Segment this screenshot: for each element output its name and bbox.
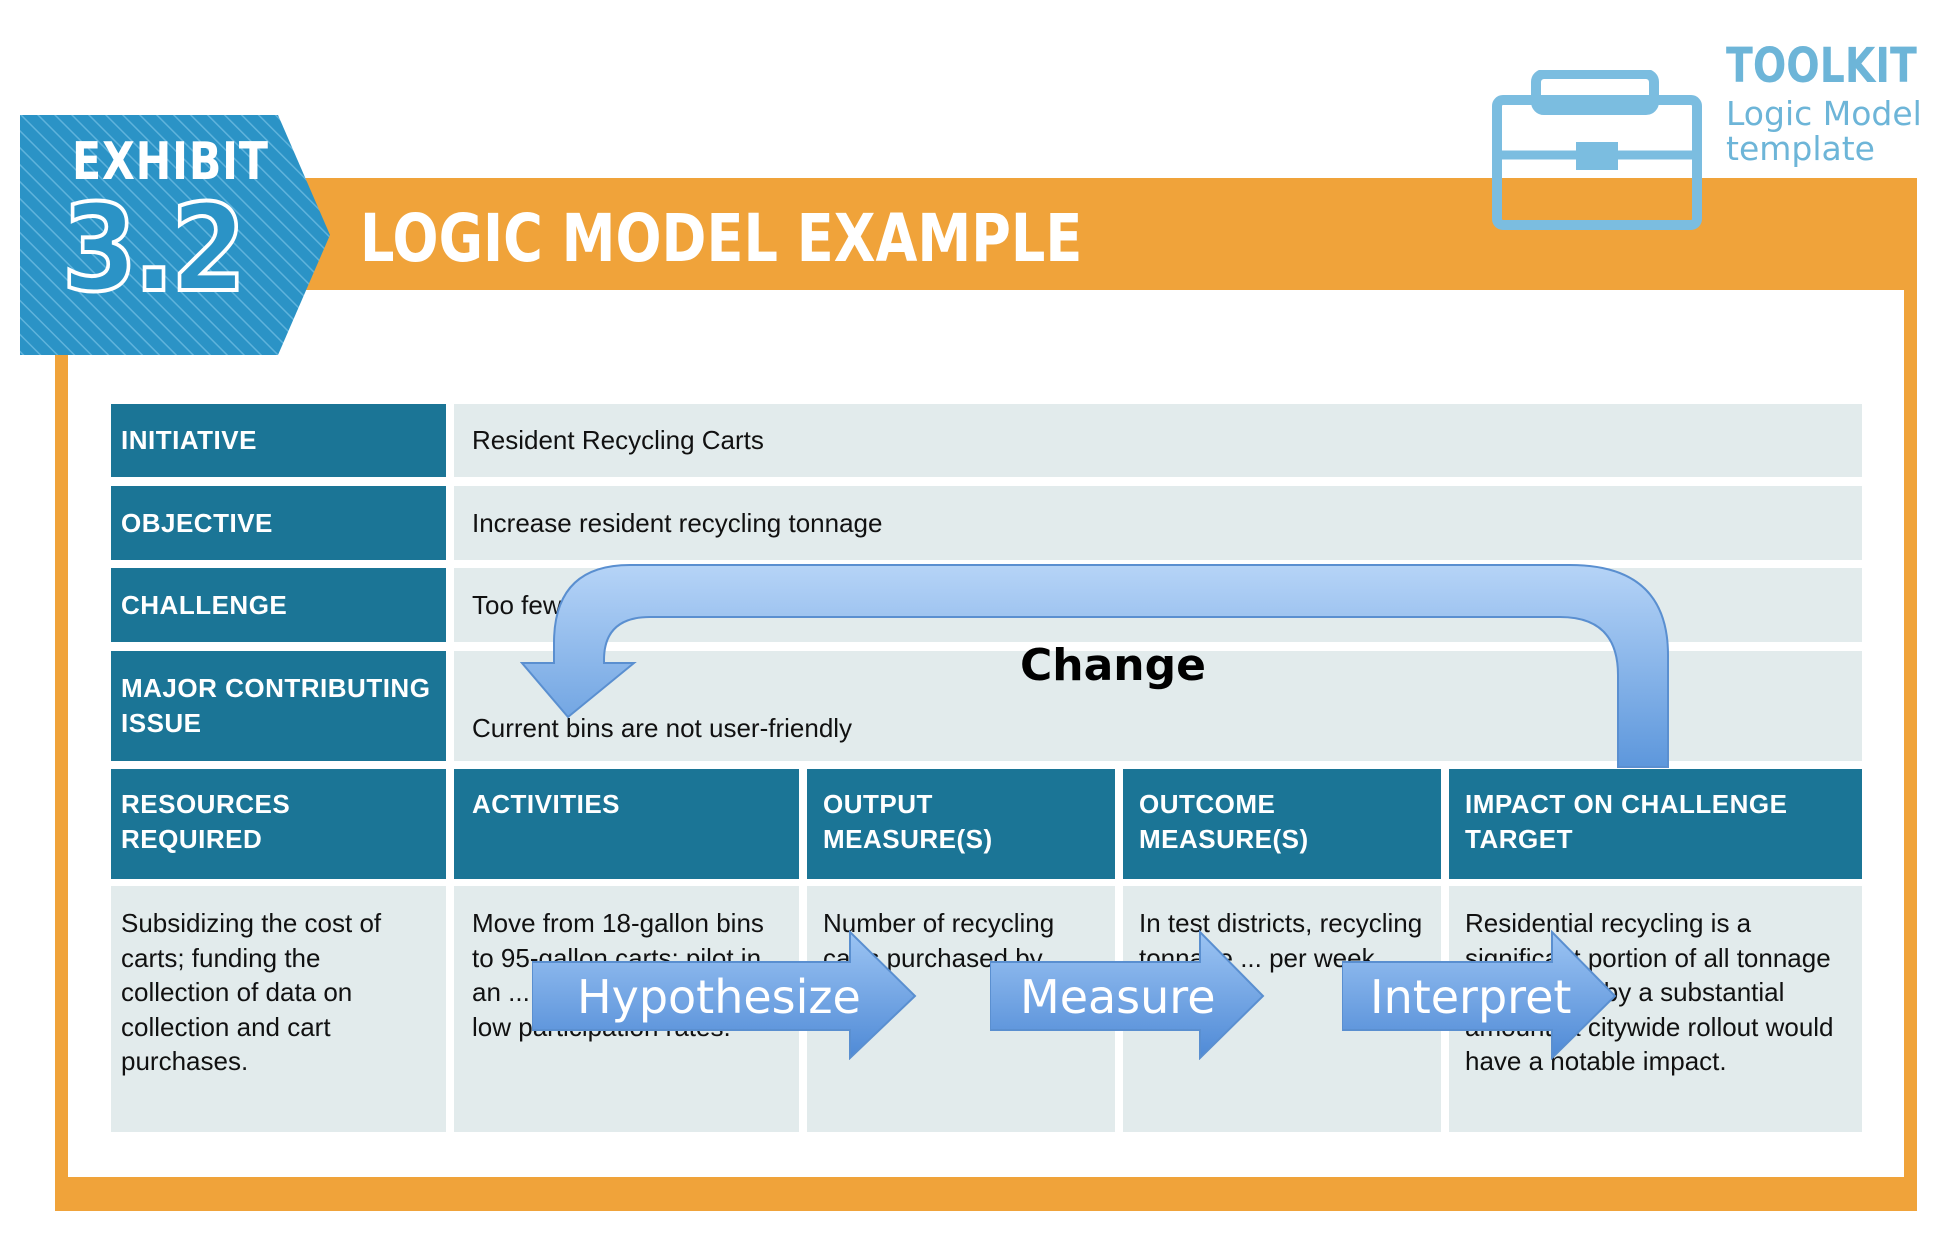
briefcase-icon — [1492, 70, 1702, 230]
row-label-text: CHALLENGE — [121, 589, 288, 620]
measure-arrow — [990, 930, 1265, 1060]
exhibit-label: EXHIBIT — [72, 132, 269, 192]
measure-label: Measure — [1020, 970, 1216, 1024]
change-label: Change — [1020, 640, 1206, 691]
interpret-arrow — [1342, 930, 1617, 1060]
row-label-initiative: INITIATIVE — [111, 404, 446, 477]
exhibit-badge — [20, 115, 330, 355]
hypothesize-label: Hypothesize — [577, 970, 861, 1024]
hypothesize-arrow — [532, 930, 917, 1060]
change-arrow — [520, 564, 1669, 768]
column-header-activities: ACTIVITIES — [454, 769, 799, 879]
column-header-resources: RESOURCES REQUIRED — [111, 769, 446, 879]
toolkit-subtitle: Logic Model template — [1726, 94, 1922, 168]
row-label-text: MAJOR CONTRIBUTING ISSUE — [121, 673, 431, 738]
row-label-text: OBJECTIVE — [121, 507, 273, 538]
column-header-impact: IMPACT ON CHALLENGE TARGET — [1449, 769, 1862, 879]
toolkit-label: TOOLKIT — [1726, 38, 1917, 94]
row-value-text: Increase resident recycling tonnage — [472, 507, 883, 538]
interpret-label: Interpret — [1370, 970, 1572, 1024]
row-label-major-issue: MAJOR CONTRIBUTING ISSUE — [111, 651, 446, 761]
column-body-resources: Subsidizing the cost of carts; funding t… — [111, 886, 446, 1132]
row-value-text: Current bins are not user-friendly — [472, 712, 853, 743]
row-value-initiative: Resident Recycling Carts — [454, 404, 1862, 477]
row-label-text: INITIATIVE — [121, 425, 257, 455]
row-value-objective: Increase resident recycling tonnage — [454, 486, 1862, 560]
title-band — [310, 178, 1917, 290]
row-label-challenge: CHALLENGE — [111, 568, 446, 642]
page-title: LOGIC MODEL EXAMPLE — [360, 200, 1083, 277]
column-header-outcome: OUTCOME MEASURE(S) — [1123, 769, 1441, 879]
exhibit-number: 3.2 — [60, 180, 248, 319]
row-value-text: Too few — [472, 589, 562, 620]
column-header-output: OUTPUT MEASURE(S) — [807, 769, 1115, 879]
row-label-objective: OBJECTIVE — [111, 486, 446, 560]
row-value-text: Resident Recycling Carts — [472, 425, 764, 455]
